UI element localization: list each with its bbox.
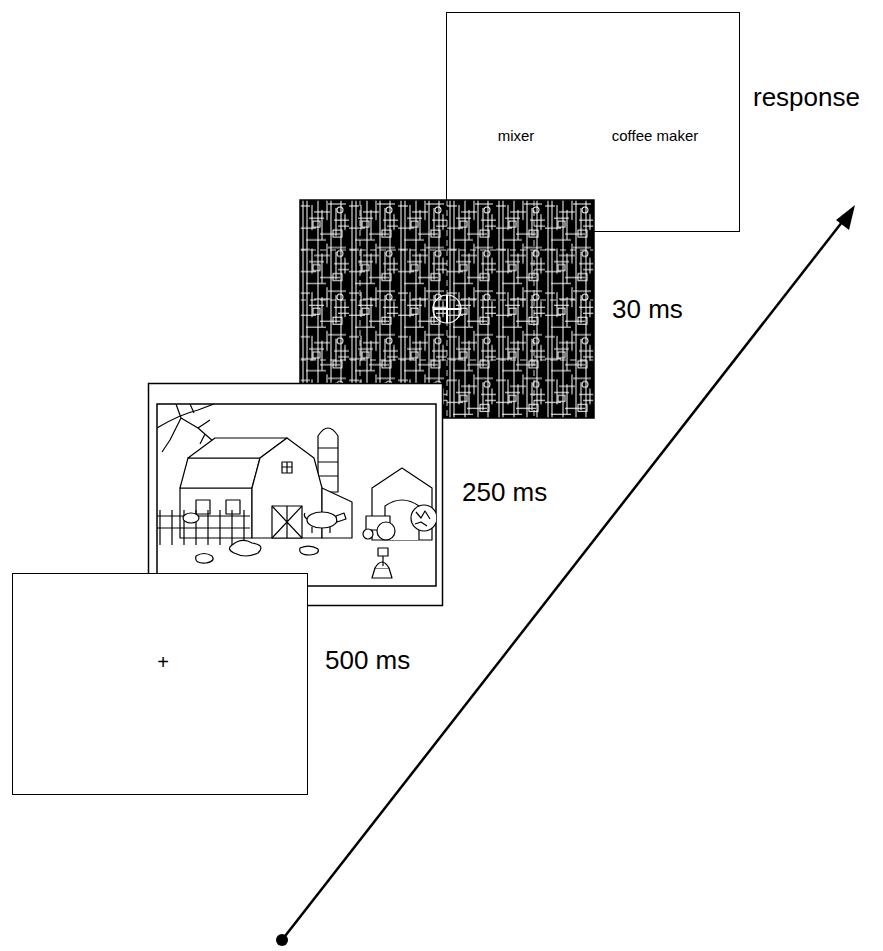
scene-picture-part [382,556,383,566]
duration-label: 30 ms [612,295,683,325]
scene-picture-part [272,506,302,538]
scene-picture-part [322,488,352,538]
mask-screen-part [300,200,594,418]
scene-picture-part [363,529,373,539]
scene-picture-part [196,554,213,564]
scene-picture-part [180,488,252,538]
scene-picture-part [366,516,390,530]
scene-picture-part [157,404,436,586]
scene-picture-part [282,462,292,473]
scene-picture-part [378,548,388,556]
scene-picture-part [188,438,287,458]
scene-picture-part [196,500,210,514]
scene-picture-part [157,404,222,452]
duration-label: 250 ms [462,478,547,508]
scene-picture-part [183,513,199,523]
scene-picture-part [226,500,240,514]
scene-picture-part [272,506,302,538]
scene-picture-part [180,458,260,488]
scene-picture-part [411,505,436,531]
fixation-screen: + [12,573,308,795]
scene-picture-part [157,510,250,545]
scene-picture-part [375,562,389,568]
scene-picture-part [282,462,292,473]
scene-picture-part [372,568,392,578]
scene-picture-part [157,404,436,578]
time-arrow-line [282,217,846,940]
scene-picture-part [229,540,260,556]
scene-picture-part [318,448,338,476]
mask-screen-part [433,295,461,323]
scene-picture-part [304,513,330,533]
scene-picture-part [300,546,319,555]
response-label: response [753,83,860,113]
time-arrow-origin [276,934,288,946]
mask-screen-part [300,200,594,418]
mask-screen-part [300,200,594,418]
duration-label: 500 ms [325,646,410,676]
scene-picture-part [252,438,322,538]
scene-picture-part [385,500,419,540]
scene-picture-part [377,522,395,540]
mask-screen-part [433,295,461,323]
fixation-cross: + [157,651,169,674]
scene-picture-part [307,512,337,528]
time-arrow-head [836,205,855,230]
scene-picture-part [318,428,338,492]
scene-picture-part [336,513,346,522]
choice-label: coffee maker [612,127,698,144]
choice-label: mixer [498,127,535,144]
response-screen: mixer coffee maker [446,12,740,232]
scene-picture-part [372,468,432,540]
scene-picture-part [415,511,430,526]
